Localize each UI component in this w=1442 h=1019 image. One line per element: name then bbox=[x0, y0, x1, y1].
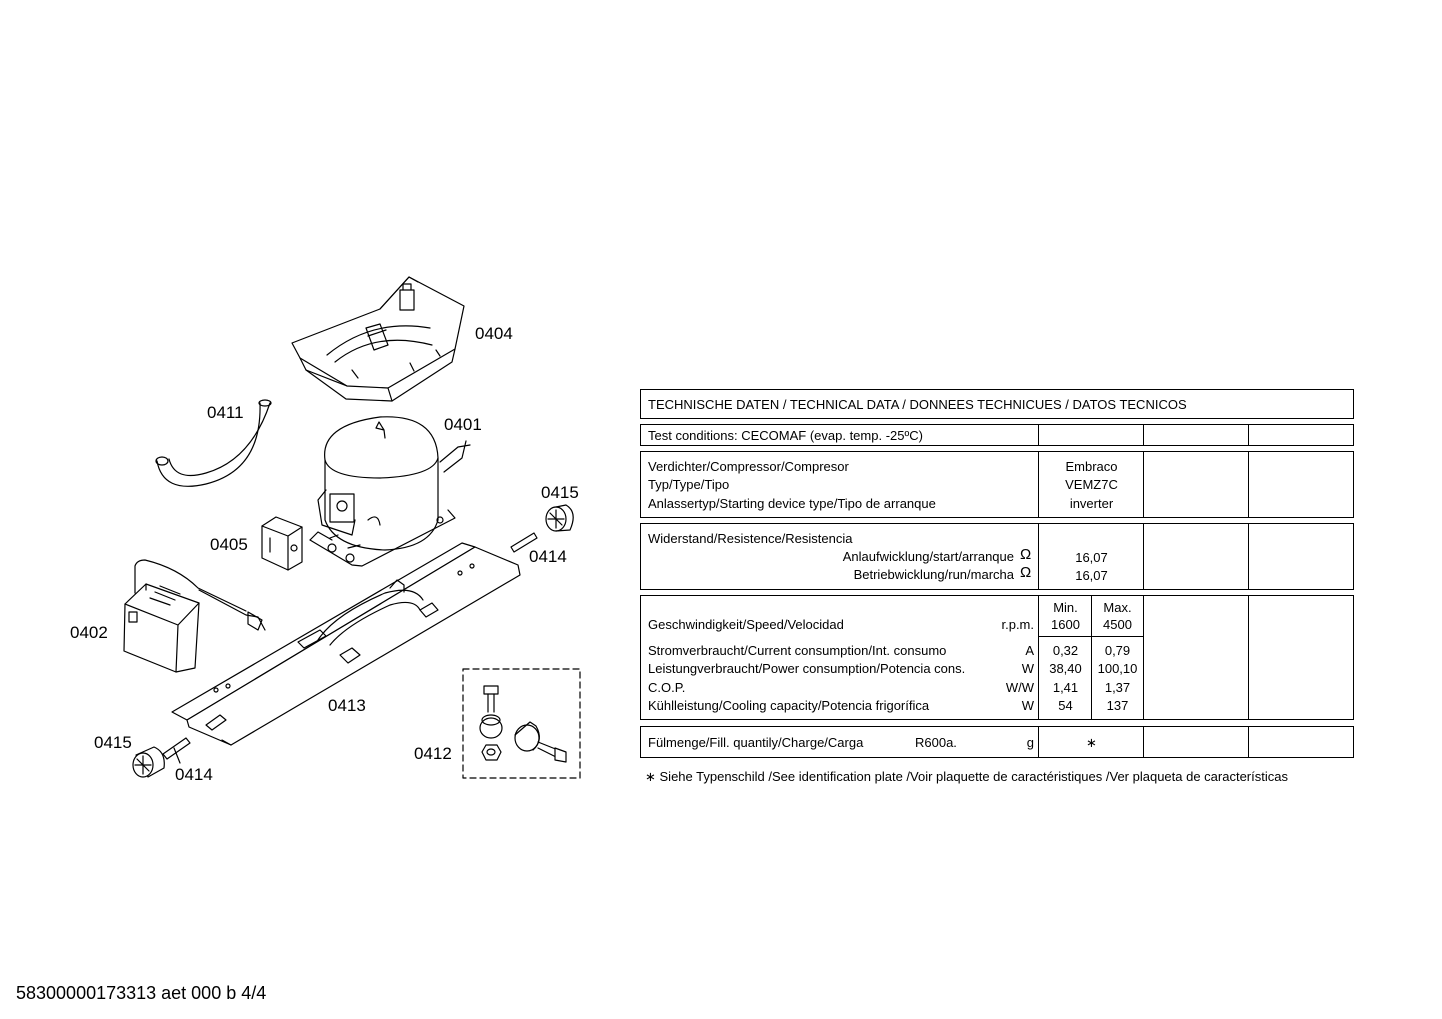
part-0414-pin-top bbox=[510, 532, 538, 553]
charge-unit: g bbox=[1026, 735, 1034, 750]
callout-0414-top: 0414 bbox=[529, 547, 567, 566]
part-0415-roller-top bbox=[545, 504, 574, 532]
start-winding-label: Anlaufwicklung/start/arranque bbox=[842, 549, 1014, 564]
test-conditions-box bbox=[640, 424, 1354, 446]
callout-0414-bottom: 0414 bbox=[175, 765, 213, 784]
cooling-label: Kühlleistung/Cooling capacity/Potencia f… bbox=[648, 698, 930, 713]
cooling-min: 54 bbox=[1058, 698, 1073, 713]
part-0402-inverter bbox=[123, 559, 266, 673]
run-winding-value: 16,07 bbox=[1075, 568, 1108, 583]
min-header: Min. bbox=[1053, 600, 1078, 615]
start-winding-value: 16,07 bbox=[1075, 550, 1108, 565]
part-0412-mount-kit bbox=[462, 668, 581, 779]
table-title: TECHNISCHE DATEN / TECHNICAL DATA / DONN… bbox=[648, 397, 1187, 412]
start-winding-unit: Ω bbox=[1020, 546, 1032, 563]
part-0405-relay bbox=[261, 516, 303, 571]
charge-box bbox=[640, 726, 1354, 758]
type-value: VEMZ7C bbox=[1065, 477, 1118, 492]
part-0415-roller-bottom bbox=[132, 746, 165, 778]
cop-min: 1,41 bbox=[1052, 680, 1079, 695]
resistance-heading: Widerstand/Resistence/Resistencia bbox=[648, 531, 853, 546]
current-label: Stromverbraucht/Current consumption/Int.… bbox=[648, 643, 947, 658]
run-winding-label: Betriebwicklung/run/marcha bbox=[853, 567, 1014, 582]
leader-0414-bottom bbox=[173, 747, 181, 764]
table-footnote: ∗ Siehe Typenschild /See identification … bbox=[645, 769, 1288, 784]
exploded-parts-diagram bbox=[123, 276, 581, 779]
table-title-box bbox=[640, 389, 1354, 419]
test-conditions: Test conditions: CECOMAF (evap. temp. -2… bbox=[648, 428, 923, 443]
cooling-max: 137 bbox=[1106, 698, 1129, 713]
callout-0405: 0405 bbox=[210, 535, 248, 554]
callout-0404: 0404 bbox=[475, 324, 513, 343]
compressor-label: Verdichter/Compressor/Compresor bbox=[648, 459, 849, 474]
callout-0411: 0411 bbox=[207, 403, 244, 422]
callout-0401: 0401 bbox=[444, 415, 482, 434]
power-unit: W bbox=[1021, 661, 1034, 676]
speed-max: 4500 bbox=[1103, 617, 1132, 632]
speed-unit: r.p.m. bbox=[1001, 617, 1034, 632]
speed-label: Geschwindigkeit/Speed/Velocidad bbox=[648, 617, 844, 632]
speed-min: 1600 bbox=[1051, 617, 1080, 632]
run-winding-unit: Ω bbox=[1020, 564, 1032, 581]
cop-unit: W/W bbox=[1005, 680, 1034, 695]
current-max: 0,79 bbox=[1104, 643, 1131, 658]
callout-0415-top: 0415 bbox=[541, 483, 579, 502]
type-label: Typ/Type/Tipo bbox=[648, 477, 730, 492]
cop-max: 1,37 bbox=[1104, 680, 1131, 695]
charge-value: ∗ bbox=[1086, 735, 1097, 750]
charge-refrigerant: R600a. bbox=[915, 735, 957, 750]
cooling-unit: W bbox=[1021, 698, 1034, 713]
max-header: Max. bbox=[1103, 600, 1132, 615]
power-label: Leistungverbraucht/Power consumption/Pot… bbox=[648, 661, 966, 676]
callout-0402: 0402 bbox=[70, 623, 108, 642]
performance-box bbox=[640, 595, 1354, 720]
callout-0415-bottom: 0415 bbox=[94, 733, 132, 752]
power-min: 38,40 bbox=[1049, 661, 1082, 676]
compressor-box bbox=[640, 451, 1354, 518]
part-0411-hose bbox=[155, 399, 272, 487]
starting-device-value: inverter bbox=[1069, 496, 1114, 511]
current-min: 0,32 bbox=[1052, 643, 1079, 658]
current-unit: A bbox=[1025, 643, 1034, 658]
charge-label: Fülmenge/Fill. quantily/Charge/Carga bbox=[648, 735, 864, 750]
power-max: 100,10 bbox=[1097, 661, 1138, 676]
cop-label: C.O.P. bbox=[648, 680, 686, 695]
starting-device-label: Anlassertyp/Starting device type/Tipo de… bbox=[648, 496, 936, 511]
resistance-box bbox=[640, 523, 1354, 590]
part-0404-cover bbox=[291, 276, 465, 402]
document-footer-id: 58300000173313 aet 000 b 4/4 bbox=[16, 983, 267, 1003]
callout-0412: 0412 bbox=[414, 744, 452, 763]
part-0401-compressor bbox=[309, 416, 471, 567]
part-0414-pin-bottom bbox=[162, 737, 191, 760]
callout-0413: 0413 bbox=[328, 696, 366, 715]
compressor-value: Embraco bbox=[1065, 459, 1118, 474]
part-0413-base-rail bbox=[171, 542, 521, 746]
